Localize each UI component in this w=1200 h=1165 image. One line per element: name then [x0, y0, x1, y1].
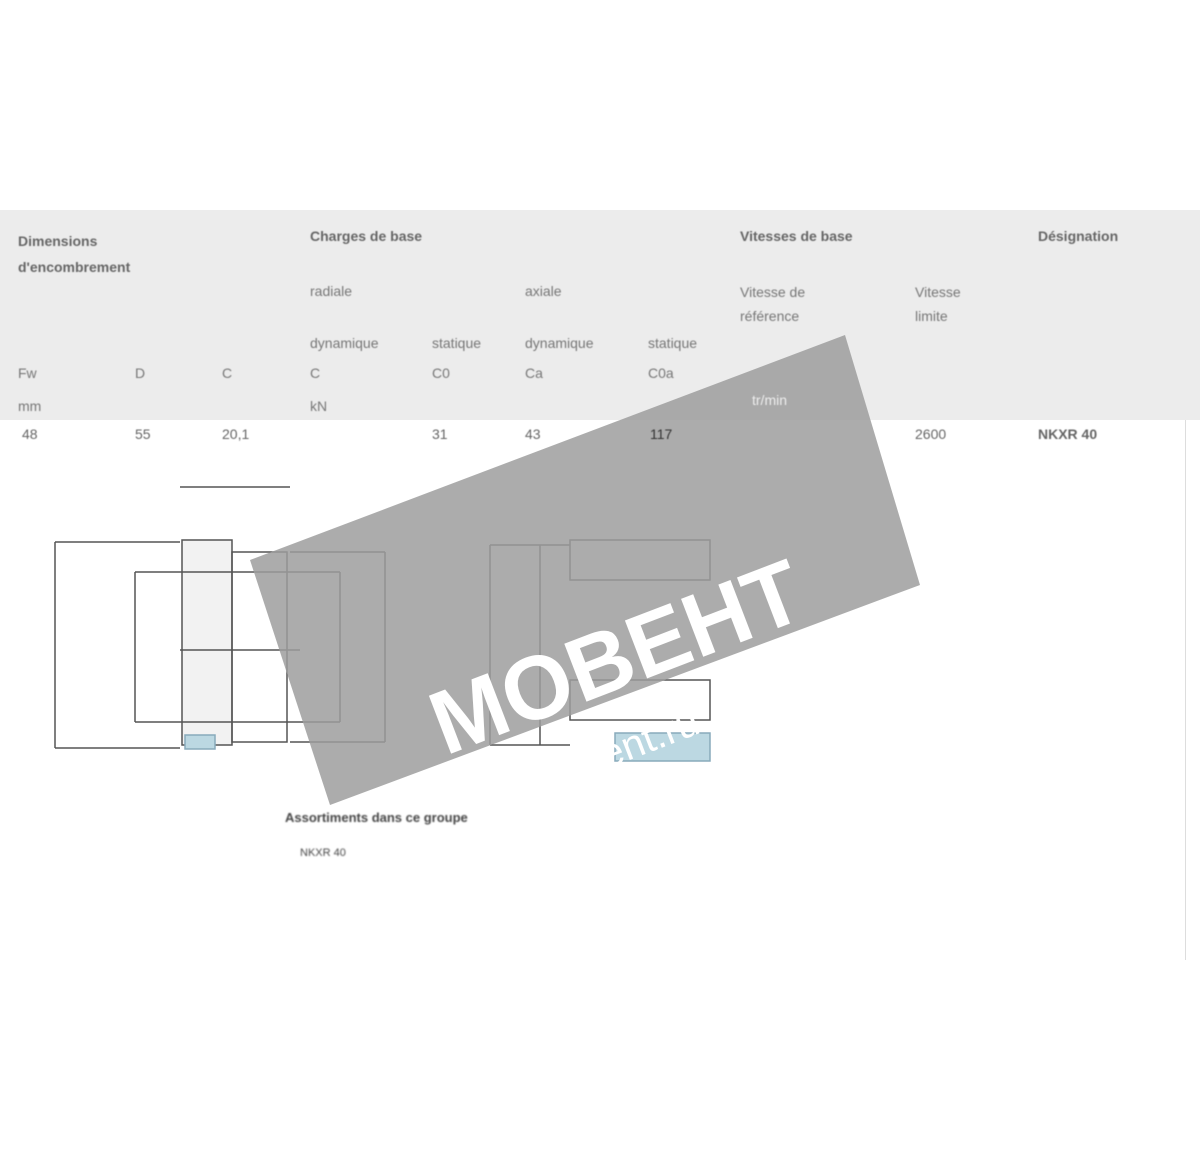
header-limit-speed: Vitesse limite: [915, 284, 961, 324]
symbol-c0a: C0a: [648, 365, 674, 381]
header-stat-2: statique: [648, 335, 698, 351]
cell-fw: 48: [22, 426, 38, 442]
symbol-ca: Ca: [525, 365, 543, 381]
symbol-c0: C0: [432, 365, 450, 381]
symbol-d: D: [135, 365, 146, 381]
header-stat-1: statique: [432, 335, 482, 351]
header-designation: Désignation: [1038, 228, 1119, 244]
table-header: [0, 210, 1200, 420]
symbol-fw: Fw: [18, 365, 37, 381]
drawing-subcaption: NKXR 40: [300, 847, 346, 859]
divider: [1185, 420, 1186, 960]
header-speeds: Vitesses de base: [740, 228, 853, 244]
header-axial: axiale: [525, 283, 562, 299]
cell-c0: 31: [432, 426, 448, 442]
symbol-c-width: C: [222, 365, 233, 381]
cell-c: 20,1: [222, 426, 250, 442]
header-dyn-1: dynamique: [310, 335, 379, 351]
header-ref-speed: Vitesse de référence: [740, 284, 806, 324]
page-bottom: [0, 960, 1200, 1165]
watermark-banner: [250, 335, 920, 805]
cell-d: 55: [135, 426, 151, 442]
header-dyn-2: dynamique: [525, 335, 594, 351]
header-loads: Charges de base: [310, 228, 423, 244]
header-dimensions: Dimensions d'encombrement: [18, 233, 131, 275]
symbol-c: C: [310, 365, 321, 381]
header-radial: radiale: [310, 283, 353, 299]
unit-kn: kN: [310, 398, 328, 414]
cell-ca: 43: [525, 426, 541, 442]
unit-mm: mm: [18, 398, 42, 414]
drawing-caption: Assortiments dans ce groupe: [285, 810, 468, 825]
unit-speed: tr/min: [752, 392, 787, 408]
cell-limit-speed: 2600: [915, 426, 947, 442]
cell-designation[interactable]: NKXR 40: [1038, 426, 1098, 442]
cell-c0a: 117: [650, 426, 673, 442]
